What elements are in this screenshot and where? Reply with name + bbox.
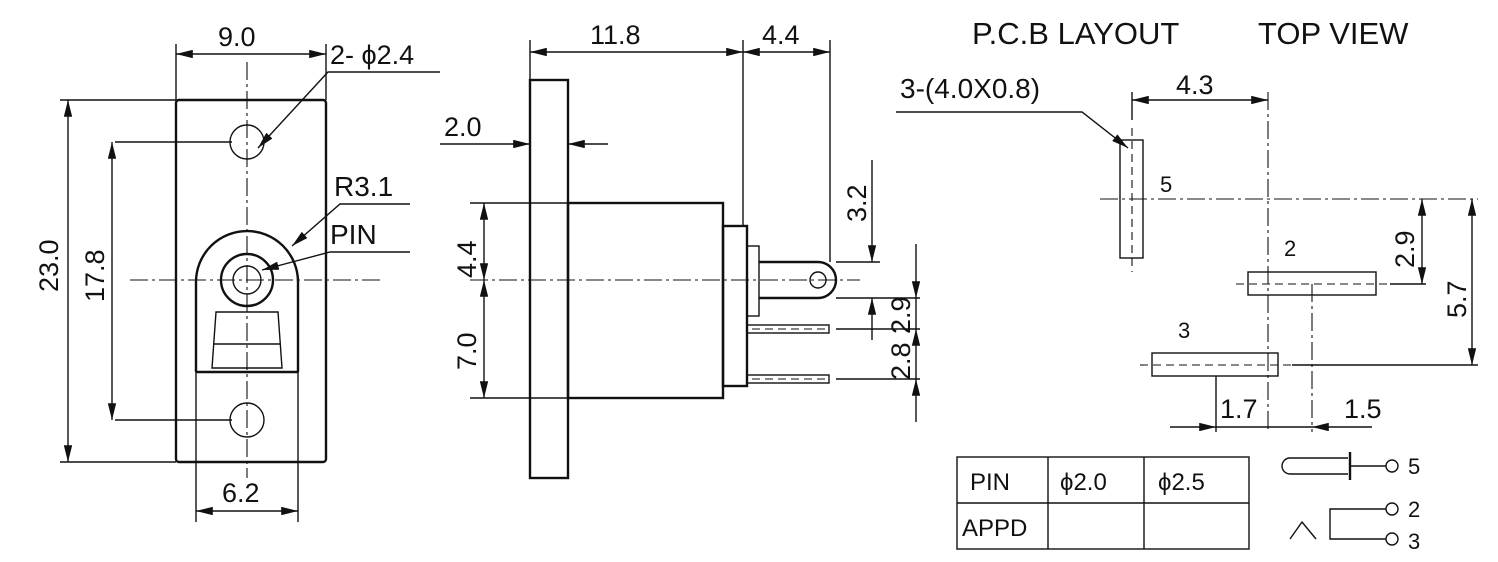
table-header-phi20: ϕ2.0 — [1060, 469, 1107, 496]
pcb-gap-b-label: 5.7 — [1442, 280, 1472, 318]
front-pin-label: PIN — [330, 219, 377, 250]
terminal-lower — [746, 374, 830, 384]
pcb-offset-x-label: 4.3 — [1176, 70, 1214, 100]
side-body-length-label: 11.8 — [590, 20, 641, 50]
table-row-appd: APPD — [962, 515, 1027, 542]
side-pin-height-label: 3.2 — [842, 184, 872, 222]
side-view: 11.8 4.4 2.0 3.2 4.4 7.0 2.9 2.8 — [440, 20, 921, 480]
schematic-plug — [1281, 457, 1348, 475]
front-radius-label: R3.1 — [334, 171, 393, 202]
front-height-label: 23.0 — [34, 239, 64, 292]
pin-schematic: 5 2 3 — [1281, 452, 1420, 554]
appd-table: PIN ϕ2.0 ϕ2.5 APPD — [956, 456, 1250, 550]
front-body-outline — [174, 98, 328, 464]
side-neck — [746, 245, 760, 317]
front-view: 9.0 2- ϕ2.4 R3.1 PIN 6.2 23.0 17.8 — [34, 22, 440, 522]
pcb-slot-label: 3-(4.0X0.8) — [900, 73, 1040, 104]
table-header-pin: PIN — [970, 469, 1010, 496]
schematic-label-3: 3 — [1408, 529, 1420, 554]
pcb-pin5-label: 5 — [1160, 172, 1172, 197]
side-upper-label: 4.4 — [452, 240, 482, 278]
side-lower-label: 7.0 — [452, 332, 482, 370]
pcb-gap-a-label: 2.9 — [1390, 230, 1420, 268]
schematic-node-2 — [1385, 502, 1399, 516]
heading-top-view: TOP VIEW — [1258, 16, 1409, 51]
schematic-label-5: 5 — [1408, 454, 1420, 479]
pcb-dx-a-label: 1.7 — [1220, 394, 1258, 424]
side-pitch-a-label: 2.9 — [886, 296, 916, 334]
front-holes-label: 2- ϕ2.4 — [330, 40, 414, 70]
pcb-layout: P.C.B LAYOUT TOP VIEW 3-(4.0X0.8) 4.3 5 … — [896, 16, 1478, 432]
schematic-node-3 — [1385, 532, 1399, 546]
side-body — [566, 201, 725, 400]
side-collar — [721, 224, 749, 388]
side-flange-label: 2.0 — [444, 112, 482, 142]
terminal-upper — [746, 324, 830, 334]
side-pitch-b-label: 2.8 — [886, 342, 916, 380]
table-header-phi25: ϕ2.5 — [1158, 469, 1205, 496]
side-pin-length-label: 4.4 — [762, 20, 800, 50]
heading-pcb-layout: P.C.B LAYOUT — [972, 16, 1179, 51]
pcb-pin3-label: 3 — [1178, 318, 1190, 343]
side-flange — [528, 78, 570, 480]
pcb-dx-b-label: 1.5 — [1344, 394, 1382, 424]
schematic-label-2: 2 — [1408, 497, 1420, 522]
front-width-label: 9.0 — [218, 22, 256, 52]
front-bottom-width-label: 6.2 — [222, 478, 260, 508]
contact-spring — [211, 311, 283, 369]
schematic-node-5 — [1385, 459, 1399, 473]
pcb-pin2-label: 2 — [1284, 236, 1296, 261]
front-hole-pitch-label: 17.8 — [80, 249, 110, 302]
